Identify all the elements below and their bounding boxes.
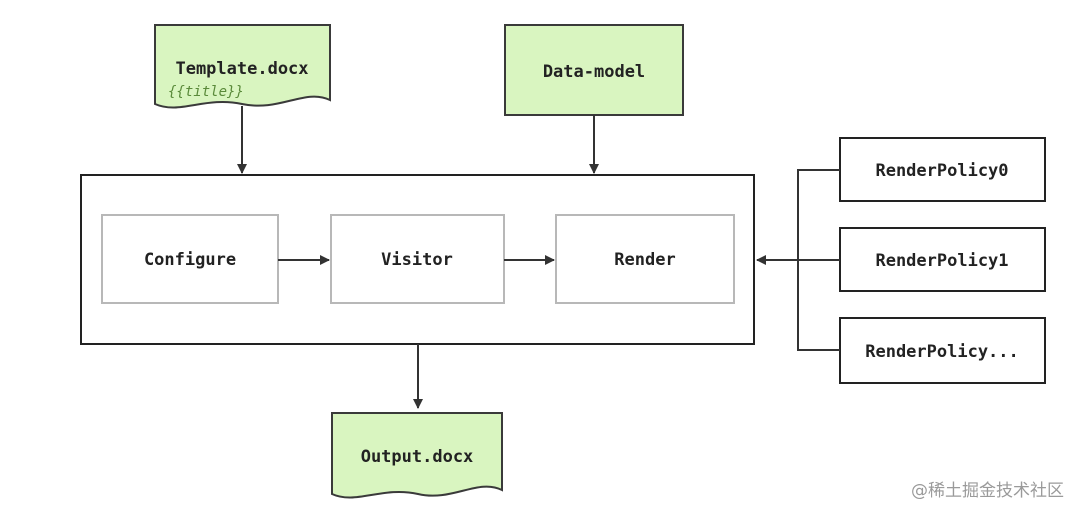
stage-visitor-box	[330, 214, 505, 304]
stage-configure-box	[101, 214, 279, 304]
stage-visitor-label: Visitor	[381, 250, 453, 270]
policy-label-1: RenderPolicy1	[875, 251, 1008, 271]
data-model-node: Data-model	[504, 24, 684, 116]
stage-visitor: Visitor	[330, 214, 505, 304]
template-placeholder-label: {{title}}	[168, 84, 244, 100]
stage-render-label: Render	[614, 250, 675, 270]
watermark-text: @稀土掘金技术社区	[911, 481, 1064, 501]
output-docx-label: Output.docx	[361, 447, 474, 467]
policy-connector	[797, 169, 840, 351]
output-docx-node: Output.docx	[331, 412, 503, 499]
template-docx-label: Template.docx	[175, 59, 308, 79]
stage-configure-label: Configure	[144, 250, 236, 270]
policy-node-2: RenderPolicy...	[839, 317, 1046, 384]
policy-label-2: RenderPolicy...	[865, 342, 1019, 362]
policy-box-1	[839, 227, 1046, 292]
data-model-label: Data-model	[543, 62, 645, 82]
policy-label-0: RenderPolicy0	[875, 161, 1008, 181]
policy-node-0: RenderPolicy0	[839, 137, 1046, 202]
template-docx-node: Template.docx {{title}}	[154, 24, 331, 109]
policy-box-2	[839, 317, 1046, 384]
template-docx-shape	[154, 24, 331, 109]
stage-configure: Configure	[101, 214, 279, 304]
stage-render-box	[555, 214, 735, 304]
output-docx-shape	[331, 412, 503, 499]
policy-node-1: RenderPolicy1	[839, 227, 1046, 292]
stage-render: Render	[555, 214, 735, 304]
data-model-box	[504, 24, 684, 116]
policy-box-0	[839, 137, 1046, 202]
